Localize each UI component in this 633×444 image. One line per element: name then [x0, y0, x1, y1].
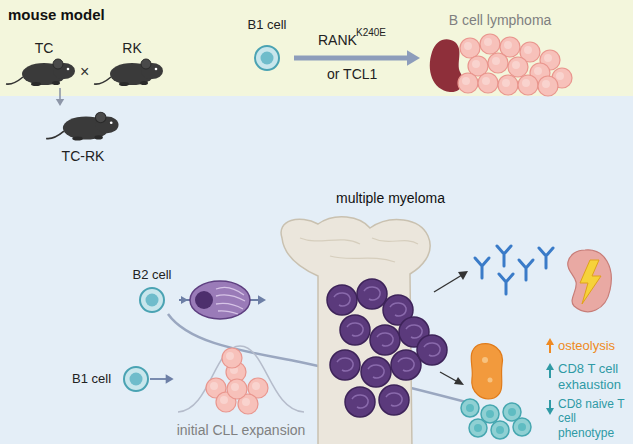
node-label: TC [35, 40, 54, 56]
connector-line [150, 378, 167, 380]
effect-label: CD8 T cell exhaustion [558, 361, 630, 392]
node-label: mouse model [8, 6, 105, 23]
disease-node: multiple myeloma [266, 190, 452, 444]
arrow-connector [294, 50, 420, 66]
arrow-head [407, 50, 420, 66]
plasma-cell [181, 281, 250, 319]
osteolysis-lesion [471, 344, 502, 399]
kidney-icon [568, 250, 612, 312]
t-cells [461, 399, 531, 439]
bone-illustration [281, 217, 430, 444]
cell-node: B1 cell [72, 364, 150, 394]
myeloma-cells [327, 279, 447, 417]
gene-label: RANK [318, 32, 357, 49]
node-label: initial CLL expansion [177, 422, 306, 438]
arrow-head [258, 295, 266, 305]
cell-node: B1 cell [240, 18, 294, 76]
connector-line [59, 88, 61, 100]
mouse-illustration [6, 59, 163, 141]
trend-arrows [546, 338, 554, 415]
trajectory-curve [168, 314, 466, 402]
mouse-node: TC [14, 40, 74, 88]
superscript-label: K240E [356, 27, 386, 39]
mouse-node: RK [102, 40, 162, 88]
arrow-connector [150, 374, 174, 384]
output-arrows [434, 271, 468, 385]
cell-node: B2 cell [125, 268, 179, 316]
antibodies [475, 246, 553, 294]
top-panel [0, 0, 633, 96]
effect-label: CD8 naive T cell phenotype [558, 397, 630, 440]
arrow-head [56, 99, 64, 106]
node-label: multiple myeloma [336, 190, 445, 206]
arrow-connector [56, 88, 64, 106]
panel-band: mouse modelTC RK B1 cell B cell lymphoma [0, 0, 633, 96]
node-label: B1 cell [72, 372, 111, 387]
disease-node: initial CLL expansion [174, 340, 309, 438]
spleen-lymphoma [430, 34, 572, 96]
node-label: RK [122, 40, 141, 56]
gene-label: or TCL1 [327, 66, 377, 83]
node-label: TC-RK [62, 148, 105, 164]
node-label: B2 cell [132, 268, 171, 283]
connector-line [294, 56, 410, 61]
cll-expansion [178, 346, 304, 414]
node-label: B1 cell [247, 18, 286, 33]
effect-label: osteolysis [558, 338, 615, 354]
disease-node: B cell lymphoma [420, 12, 580, 96]
mouse-node: TC-RK [46, 106, 120, 164]
arrow-head [166, 374, 174, 384]
node-label: B cell lymphoma [449, 12, 552, 28]
cross-symbol: × [80, 62, 89, 81]
